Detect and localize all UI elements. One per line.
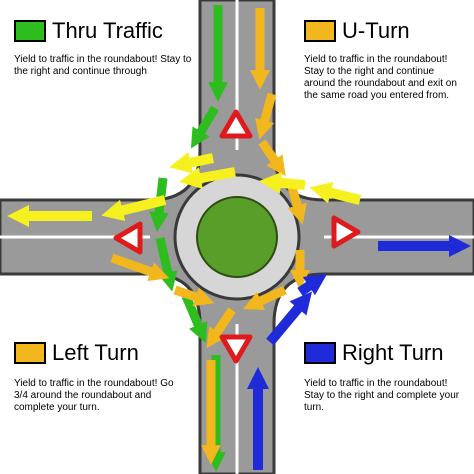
- yield-sign-south: [219, 334, 253, 364]
- legend-left: Left Turn Yield to traffic in the rounda…: [14, 340, 184, 414]
- left-arrow: [242, 285, 287, 310]
- thru-swatch: [14, 20, 46, 42]
- legend-left-desc: Yield to traffic in the roundabout! Go 3…: [14, 378, 174, 413]
- uturn-swatch: [304, 20, 336, 42]
- legend-uturn-title: U-Turn: [342, 18, 410, 43]
- yellow-arrow: [179, 167, 236, 189]
- legend-left-title: Left Turn: [52, 340, 139, 365]
- left-arrow: [110, 253, 170, 282]
- yellow-lane-arrows: [6, 151, 362, 228]
- right-swatch: [304, 342, 336, 364]
- right-turn-arrows: [246, 234, 472, 470]
- left-arrow: [258, 139, 286, 177]
- yield-sign-east: [331, 215, 361, 249]
- yield-signs: [113, 109, 361, 364]
- yellow-arrow: [259, 171, 306, 194]
- right-arrow: [297, 273, 328, 297]
- legend-thru-desc: Yield to traffic in the roundabout! Stay…: [14, 54, 192, 77]
- legend-thru-title: Thru Traffic: [52, 18, 163, 43]
- yield-sign-west: [113, 221, 143, 255]
- thru-arrow: [181, 294, 208, 344]
- legend-uturn: U-Turn Yield to traffic in the roundabou…: [304, 18, 464, 102]
- central-island-inner: [196, 196, 278, 278]
- yield-sign-north: [219, 109, 253, 139]
- thru-arrow: [190, 105, 219, 149]
- legend-right-desc: Yield to traffic in the roundabout! Stay…: [304, 378, 460, 413]
- left-swatch: [14, 342, 46, 364]
- yellow-arrow: [309, 181, 362, 205]
- legend-uturn-desc: Yield to traffic in the roundabout! Stay…: [304, 54, 457, 101]
- right-arrow: [266, 291, 313, 346]
- yellow-arrow: [169, 151, 215, 174]
- legend-right-title: Right Turn: [342, 340, 444, 365]
- left-arrow: [173, 285, 215, 307]
- uturn-arrow: [255, 92, 277, 140]
- legend-right: Right Turn Yield to traffic in the round…: [304, 340, 469, 414]
- legend-thru: Thru Traffic Yield to traffic in the rou…: [14, 18, 192, 78]
- yellow-arrow: [101, 195, 167, 222]
- left-turn-arrows: [110, 8, 310, 465]
- left-arrow: [206, 307, 236, 349]
